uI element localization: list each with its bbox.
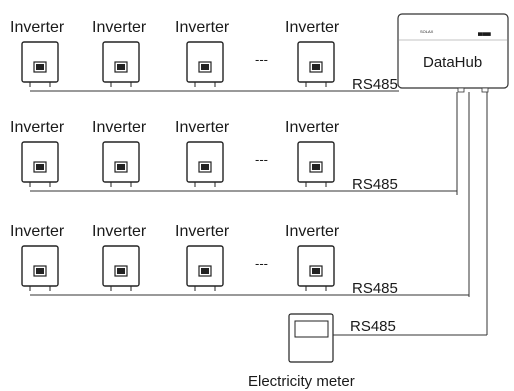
inverter-label: Inverter xyxy=(92,119,147,136)
inverter-label: Inverter xyxy=(10,19,65,36)
meter-label: Electricity meter xyxy=(248,373,355,390)
meter-rs485-label: RS485 xyxy=(350,318,396,335)
inverter-device xyxy=(21,141,59,187)
inverter-device xyxy=(186,41,224,87)
inverter-label: Inverter xyxy=(92,19,147,36)
inverter-device xyxy=(21,41,59,87)
rs485-label: RS485 xyxy=(352,176,398,193)
inverter-row: Inverter Inverter Inverter Inverter --- RS485 xyxy=(10,223,469,297)
inverter-label: Inverter xyxy=(285,119,340,136)
datahub-device: SOLAX ▄▄▄ DataHub xyxy=(397,13,509,93)
ellipsis-label: --- xyxy=(255,152,268,167)
inverter-device xyxy=(186,245,224,291)
datahub-label: DataHub xyxy=(423,54,482,71)
inverter-device xyxy=(297,141,335,187)
inverter-label: Inverter xyxy=(175,223,230,240)
ellipsis-label: --- xyxy=(255,52,268,67)
inverter-device xyxy=(102,141,140,187)
inverter-device xyxy=(297,245,335,291)
inverter-label: Inverter xyxy=(175,19,230,36)
datahub-status-icons: ▄▄▄ xyxy=(478,30,492,36)
inverter-device xyxy=(102,41,140,87)
inverter-label: Inverter xyxy=(10,223,65,240)
inverter-device xyxy=(297,41,335,87)
datahub-brand: SOLAX xyxy=(420,29,434,34)
inverter-label: Inverter xyxy=(285,19,340,36)
inverter-row: Inverter Inverter Inverter Inverter --- RS485 xyxy=(10,119,457,193)
inverter-label: Inverter xyxy=(10,119,65,136)
inverter-device xyxy=(186,141,224,187)
ellipsis-label: --- xyxy=(255,256,268,271)
inverter-row: Inverter Inverter Inverter Inverter --- RS485 xyxy=(10,19,399,93)
inverter-device xyxy=(102,245,140,291)
inverter-label: Inverter xyxy=(175,119,230,136)
rs485-label: RS485 xyxy=(352,76,398,93)
inverter-label: Inverter xyxy=(92,223,147,240)
rs485-label: RS485 xyxy=(352,280,398,297)
inverter-label: Inverter xyxy=(285,223,340,240)
inverter-device xyxy=(21,245,59,291)
electricity-meter: RS485 Electricity meter xyxy=(248,313,487,390)
